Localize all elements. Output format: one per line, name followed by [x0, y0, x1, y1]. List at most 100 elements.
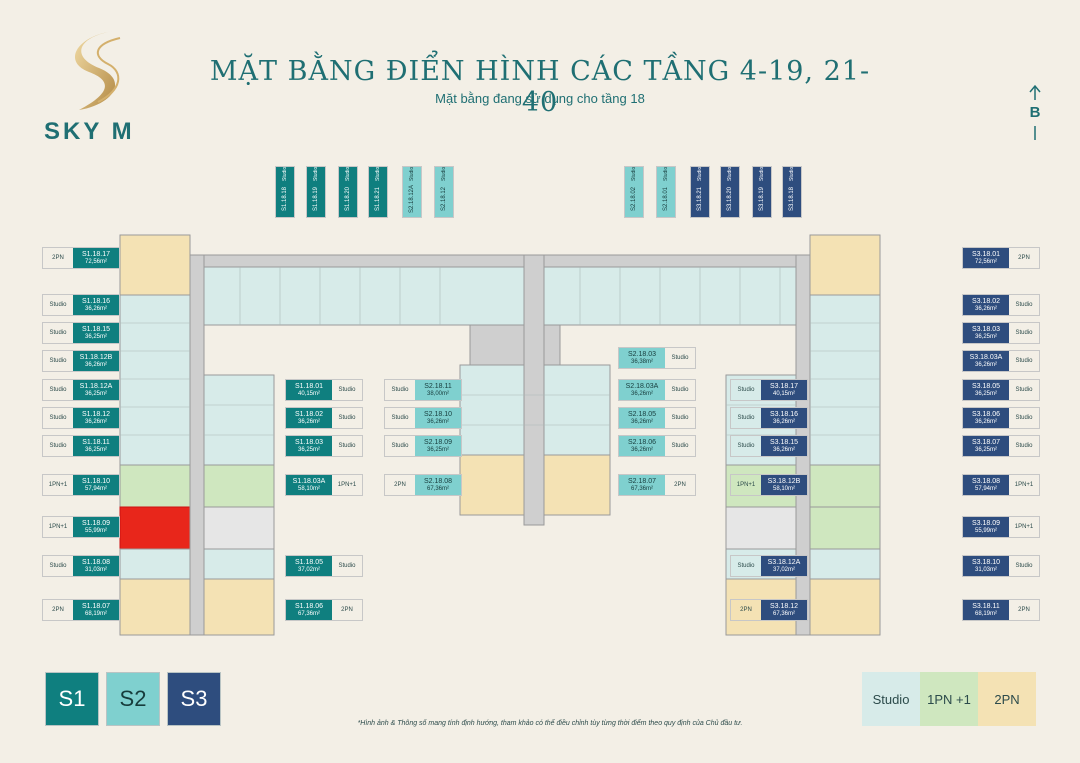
unit-type: Studio	[49, 563, 67, 569]
unit-label-top[interactable]: Studio S2.18.12	[434, 166, 454, 218]
unit-type: 2PN	[1018, 255, 1030, 261]
unit-type: Studio	[49, 302, 67, 308]
unit-area: 58,10m²	[297, 485, 320, 492]
unit-type: Studio	[737, 563, 755, 569]
unit-type: Studio	[753, 167, 771, 181]
unit-type: Studio	[338, 415, 356, 421]
unit-label-top[interactable]: Studio S2.18.01	[656, 166, 676, 218]
unit-code: S1.18.06	[294, 602, 324, 610]
unit-code: S3.18.19	[753, 181, 771, 217]
unit-type: Studio	[1015, 563, 1033, 569]
unit-label-top[interactable]: Studio S3.18.21	[690, 166, 710, 218]
unit-code: S1.18.18	[276, 181, 294, 217]
unit-type: 1PN+1	[48, 482, 68, 488]
unit-type: Studio	[338, 443, 356, 449]
floor-plan	[119, 234, 881, 636]
unit-label-top[interactable]: Studio S3.18.18	[782, 166, 802, 218]
unit-type: 1PN+1	[736, 482, 756, 488]
unit-area: 67,36m²	[426, 485, 449, 492]
unit-label-top[interactable]: Studio S1.18.18	[275, 166, 295, 218]
unit-code: S1.18.16	[81, 297, 111, 305]
unit-label-top[interactable]: Studio S1.18.20	[338, 166, 358, 218]
unit-type: Studio	[1015, 330, 1033, 336]
unit-type: Studio	[783, 167, 801, 181]
unit-area: 36,25m²	[974, 390, 997, 397]
unit-code: S2.18.12A	[403, 181, 421, 217]
unit-label-top[interactable]: Studio S2.18.12A	[402, 166, 422, 218]
unit-code: S3.18.21	[691, 181, 709, 217]
unit-code: S2.18.12	[435, 181, 453, 217]
unit-type: Studio	[1015, 387, 1033, 393]
brand-name: SKY M	[44, 118, 135, 145]
unit-label-top[interactable]: Studio S1.18.21	[368, 166, 388, 218]
unit-area: 40,15m²	[772, 390, 795, 397]
page-title: MẶT BẰNG ĐIỂN HÌNH CÁC TẦNG 4-19, 21-40	[209, 56, 871, 118]
unit-area: 36,26m²	[974, 305, 997, 312]
unit-area: 36,26m²	[974, 361, 997, 368]
unit-type: Studio	[1015, 302, 1033, 308]
unit-code: S1.18.20	[339, 181, 357, 217]
unit-label-top[interactable]: Studio S3.18.20	[720, 166, 740, 218]
page-subtitle: Mặt bằng đang sử dụng cho tầng 18	[435, 91, 645, 106]
unit-code: S2.18.05	[627, 410, 657, 418]
unit-code: S3.18.08	[971, 477, 1001, 485]
compass: B	[1022, 84, 1048, 142]
unit-type: 1PN+1	[48, 524, 68, 530]
unit-type: Studio	[369, 167, 387, 181]
unit-code: S3.18.01	[971, 250, 1001, 258]
unit-label-top[interactable]: Studio S1.18.19	[306, 166, 326, 218]
unit-area: 55,99m²	[84, 527, 107, 534]
unit-code: S1.18.21	[369, 181, 387, 217]
unit-type: Studio	[737, 415, 755, 421]
unit-label-top[interactable]: Studio S3.18.19	[752, 166, 772, 218]
unit-label-top[interactable]: Studio S2.18.02	[624, 166, 644, 218]
unit-area: 36,25m²	[297, 446, 320, 453]
unit-area: 36,26m²	[772, 446, 795, 453]
unit-area: 36,25m²	[84, 390, 107, 397]
unit-code: S1.18.03	[294, 438, 324, 446]
